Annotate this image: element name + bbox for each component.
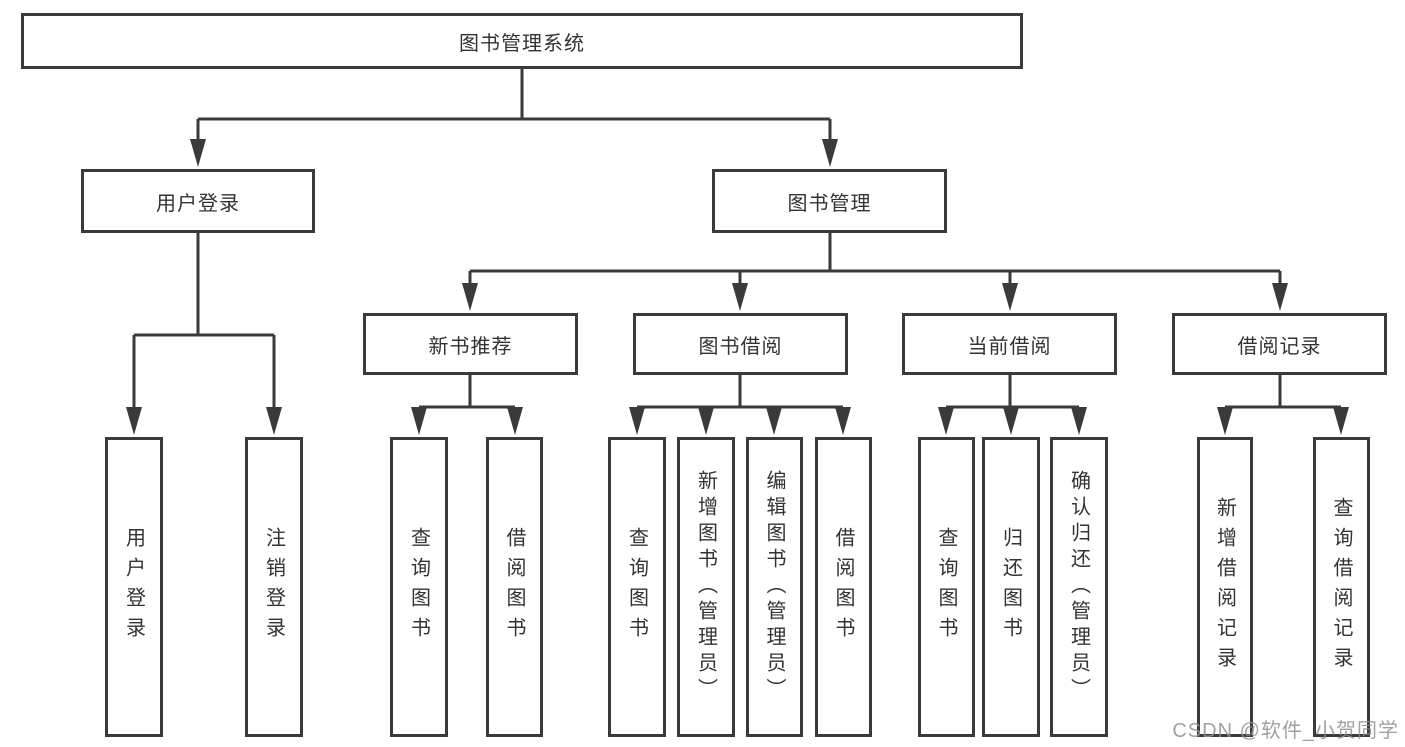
leaf-borrow-books-label: 借阅图书 [832, 527, 854, 647]
node-book-borrowing: 图书借阅 [633, 313, 848, 375]
leaf-user-login: 用户登录 [105, 437, 163, 737]
connector-currentborrow-to-leaves [946, 375, 1079, 409]
arrowhead [822, 139, 838, 167]
node-user-login-label: 用户登录 [156, 192, 240, 215]
node-borrowing-records: 借阅记录 [1172, 313, 1387, 375]
csdn-watermark: CSDN @软件_小贺同学 [1172, 720, 1399, 742]
connector-root-to-level2 [196, 69, 832, 142]
node-book-borrowing-label: 图书借阅 [698, 335, 783, 358]
leaf-confirm-return-admin: 确认归还（管理员） [1050, 437, 1108, 737]
node-user-login: 用户登录 [81, 169, 315, 233]
arrowhead [629, 407, 645, 435]
connector-userlogin-to-leaves [132, 233, 276, 410]
leaf-logout: 注销登录 [245, 437, 303, 737]
leaf-query-borrow-record-label: 查询借阅记录 [1330, 497, 1352, 677]
leaf-newbook-borrow-books-label: 借阅图书 [503, 527, 525, 647]
node-current-borrowing-label: 当前借阅 [967, 335, 1052, 358]
connector-borrowrecords-to-leaves [1225, 375, 1341, 409]
arrowhead [732, 283, 748, 311]
node-new-book-recommendation-label: 新书推荐 [428, 335, 513, 358]
leaf-add-borrow-record: 新增借阅记录 [1197, 437, 1253, 737]
arrowhead [1002, 283, 1018, 311]
arrowhead [190, 139, 206, 167]
leaf-confirm-return-admin-label: 确认归还（管理员） [1067, 470, 1090, 704]
node-current-borrowing: 当前借阅 [902, 313, 1117, 375]
leaf-edit-books-admin: 编辑图书（管理员） [746, 437, 803, 737]
arrowhead [462, 283, 478, 311]
arrowhead [1333, 407, 1349, 435]
arrowhead [126, 407, 142, 435]
leaf-return-books: 归还图书 [982, 437, 1040, 737]
arrowhead [938, 407, 954, 435]
arrowhead [1071, 407, 1087, 435]
arrowhead [835, 407, 851, 435]
leaf-newbook-borrow-books: 借阅图书 [486, 437, 543, 737]
arrowhead [698, 407, 714, 435]
leaf-user-login-label: 用户登录 [122, 527, 145, 647]
leaf-logout-label: 注销登录 [262, 527, 285, 647]
node-root-system: 图书管理系统 [21, 13, 1023, 69]
leaf-add-borrow-record-label: 新增借阅记录 [1213, 497, 1236, 677]
leaf-edit-books-admin-label: 编辑图书（管理员） [763, 470, 785, 704]
node-book-management: 图书管理 [712, 169, 947, 233]
leaf-newbook-query-books: 查询图书 [390, 437, 448, 737]
leaf-newbook-query-books-label: 查询图书 [407, 527, 430, 647]
leaf-current-query-books-label: 查询图书 [935, 527, 957, 647]
leaf-query-borrow-record: 查询借阅记录 [1313, 437, 1370, 737]
node-borrowing-records-label: 借阅记录 [1237, 335, 1322, 358]
arrowhead [507, 407, 523, 435]
connector-bookborrow-to-leaves [637, 375, 843, 409]
node-new-book-recommendation: 新书推荐 [363, 313, 578, 375]
arrowhead [266, 407, 282, 435]
leaf-borrow-query-books: 查询图书 [608, 437, 666, 737]
arrowhead [1003, 407, 1019, 435]
arrowhead [1217, 407, 1233, 435]
leaf-borrow-books: 借阅图书 [815, 437, 872, 737]
leaf-borrow-query-books-label: 查询图书 [625, 527, 648, 647]
leaf-current-query-books: 查询图书 [918, 437, 975, 737]
node-book-management-label: 图书管理 [787, 192, 872, 215]
arrowhead [766, 407, 782, 435]
leaf-add-books-admin: 新增图书（管理员） [677, 437, 735, 737]
leaf-return-books-label: 归还图书 [999, 527, 1022, 647]
connector-newbookrec-to-leaves [419, 375, 515, 409]
arrowhead [411, 407, 427, 435]
connector-bookmgmt-to-level3 [468, 233, 1282, 287]
arrowhead [1272, 283, 1288, 311]
leaf-add-books-admin-label: 新增图书（管理员） [694, 470, 717, 704]
node-root-label: 图书管理系统 [459, 32, 585, 55]
